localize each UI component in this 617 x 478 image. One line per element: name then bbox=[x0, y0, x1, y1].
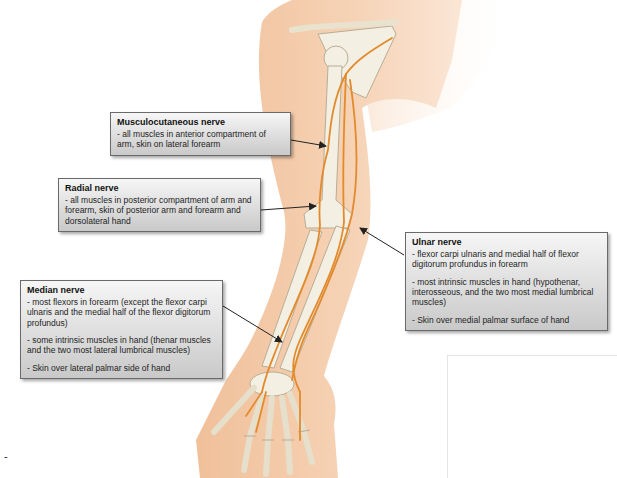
nerve-heading: Median nerve bbox=[27, 285, 216, 296]
callout-box: Ulnar nerve- flexor carpi ulnaris and me… bbox=[405, 232, 608, 331]
callout-box: Radial nerve- all muscles in posterior c… bbox=[58, 178, 261, 232]
nerve-heading: Ulnar nerve bbox=[412, 237, 601, 248]
clavicle bbox=[292, 22, 396, 30]
nerve-description: - most intrinsic muscles in hand (hypoth… bbox=[412, 277, 601, 308]
nerve-heading: Musculocutaneous nerve bbox=[117, 117, 284, 128]
leader-arrows bbox=[223, 140, 404, 342]
nerve-description: - Skin over lateral palmar side of hand bbox=[27, 363, 216, 373]
callout-box: Musculocutaneous nerve- all muscles in a… bbox=[110, 112, 291, 156]
nerve-description: - all muscles in posterior compartment o… bbox=[65, 195, 254, 226]
nerve-description: - most flexors in forearm (except the fl… bbox=[27, 297, 216, 328]
nerve-description: - Skin over medial palmar surface of han… bbox=[412, 315, 601, 325]
carpal-bones bbox=[250, 372, 294, 396]
blank-panel bbox=[448, 356, 617, 478]
finger-bones bbox=[214, 388, 312, 474]
nerve-description: - all muscles in anterior compartment of… bbox=[117, 129, 284, 150]
nerve-description: - some intrinsic muscles in hand (thenar… bbox=[27, 335, 216, 356]
nerve-lines bbox=[246, 38, 392, 440]
nerve-description: - flexor carpi ulnaris and medial half o… bbox=[412, 249, 601, 270]
callout-box: Median nerve- most flexors in forearm (e… bbox=[20, 280, 223, 379]
stray-mark: - bbox=[4, 450, 8, 462]
nerve-heading: Radial nerve bbox=[65, 183, 254, 194]
